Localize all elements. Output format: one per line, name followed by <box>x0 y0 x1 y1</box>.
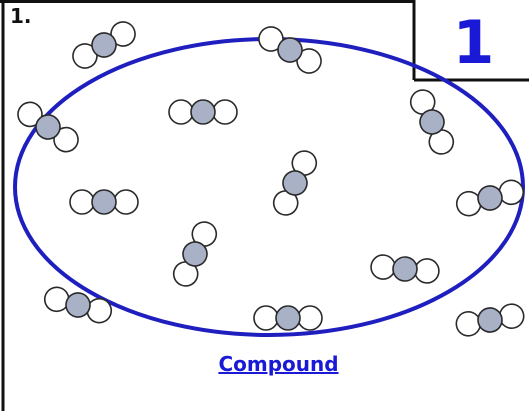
panel-number-label: 1. <box>10 4 32 28</box>
big-number-label: 1 <box>452 8 495 78</box>
center-atom <box>477 185 503 211</box>
molecule <box>43 286 113 324</box>
molecule <box>72 21 136 69</box>
outer-atom <box>113 189 139 215</box>
outer-atom <box>69 189 95 215</box>
center-atom <box>419 109 445 135</box>
center-atom <box>182 241 208 267</box>
molecule <box>69 189 139 215</box>
center-atom <box>91 189 117 215</box>
outer-atom <box>414 258 440 284</box>
molecule <box>409 89 455 155</box>
container-circle <box>13 37 525 337</box>
molecule <box>172 221 218 287</box>
outer-atom <box>253 305 279 331</box>
center-atom <box>65 292 91 318</box>
center-atom <box>91 32 117 58</box>
molecule-group <box>17 21 525 337</box>
molecule <box>455 179 525 217</box>
outer-atom <box>168 99 194 125</box>
molecule <box>17 101 79 153</box>
molecule <box>258 26 322 74</box>
center-atom <box>282 170 308 196</box>
molecule <box>253 305 323 331</box>
center-atom <box>35 114 61 140</box>
center-atom <box>392 256 418 282</box>
outer-atom <box>212 99 238 125</box>
center-atom <box>275 305 301 331</box>
molecule <box>370 254 440 284</box>
compound-caption: Compound <box>218 352 339 376</box>
outer-atom <box>297 305 323 331</box>
molecule <box>168 99 238 125</box>
outer-atom <box>370 254 396 280</box>
molecule <box>272 150 318 216</box>
molecule <box>455 303 525 337</box>
center-atom <box>277 37 303 63</box>
center-atom <box>190 99 216 125</box>
center-atom <box>477 307 503 333</box>
